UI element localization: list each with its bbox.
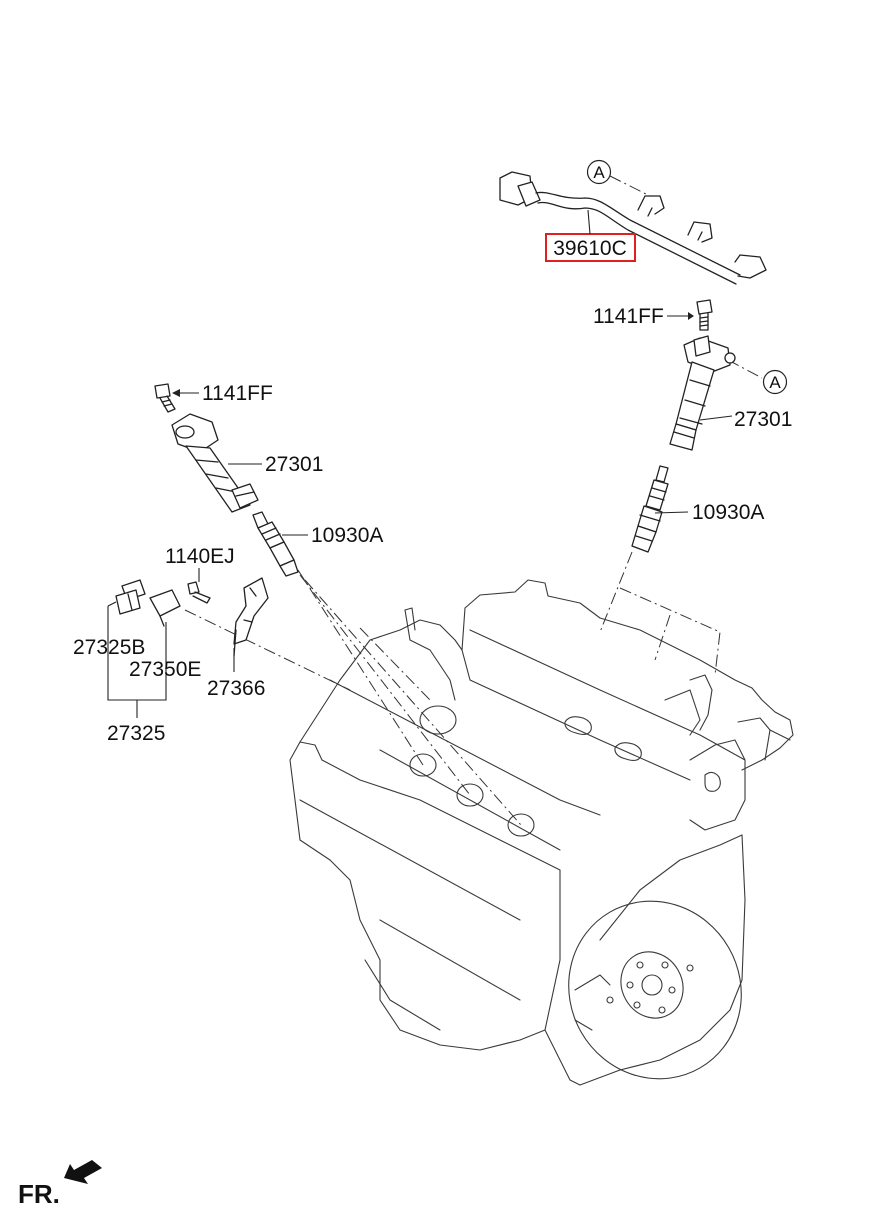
ignition-coil-right[interactable] bbox=[669, 335, 736, 451]
sensor-27350e[interactable] bbox=[149, 589, 181, 627]
front-arrow-icon bbox=[64, 1160, 102, 1184]
sensor-27325b[interactable] bbox=[115, 579, 146, 615]
label-sensor-b[interactable]: 27325B bbox=[73, 636, 145, 659]
bolt-right[interactable] bbox=[667, 299, 713, 331]
label-sensor-e[interactable]: 27350E bbox=[129, 658, 201, 681]
svg-text:A: A bbox=[593, 163, 605, 182]
bolt-left[interactable] bbox=[154, 383, 199, 413]
spark-plug-right[interactable] bbox=[631, 465, 689, 553]
label-coil-left[interactable]: 27301 bbox=[265, 453, 323, 476]
front-label: FR. bbox=[18, 1179, 60, 1209]
callout-a-right: A bbox=[762, 369, 788, 395]
ignition-coil-left[interactable] bbox=[171, 413, 262, 513]
label-harness[interactable]: 39610C bbox=[553, 237, 627, 260]
bracket-27366[interactable] bbox=[233, 577, 269, 672]
wiring-harness[interactable] bbox=[499, 171, 767, 285]
engine-block bbox=[289, 579, 794, 1086]
label-bolt-coil-left[interactable]: 1141FF bbox=[202, 382, 273, 405]
label-bracket[interactable]: 27366 bbox=[207, 677, 265, 700]
label-bolt-sensor[interactable]: 1140EJ bbox=[165, 545, 235, 568]
guide-lines bbox=[184, 175, 763, 826]
label-bolt-coil-right[interactable]: 1141FF bbox=[593, 305, 664, 328]
harness-leader bbox=[587, 209, 591, 235]
sensor-group-leaders bbox=[107, 601, 167, 718]
callout-a-top: A bbox=[586, 159, 612, 185]
front-indicator: FR. bbox=[18, 1160, 102, 1209]
label-coil-right[interactable]: 27301 bbox=[734, 408, 792, 431]
label-sensor-assy[interactable]: 27325 bbox=[107, 722, 165, 745]
bolt-sensor[interactable] bbox=[187, 568, 211, 604]
label-plug-left[interactable]: 10930A bbox=[311, 524, 383, 547]
label-plug-right[interactable]: 10930A bbox=[692, 501, 764, 524]
svg-text:A: A bbox=[769, 373, 781, 392]
harness-highlight-box bbox=[545, 233, 636, 262]
spark-plug-left[interactable] bbox=[252, 511, 308, 577]
